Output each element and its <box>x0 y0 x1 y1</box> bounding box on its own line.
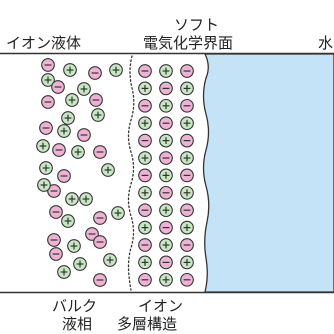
anion-ion <box>138 168 152 183</box>
cation-ion <box>67 239 81 253</box>
cation-ion <box>180 220 194 235</box>
anion-ion <box>41 58 55 72</box>
ion-multilayer-label-line2: 多層構造 <box>117 315 178 333</box>
cation-ion <box>39 161 53 175</box>
cation-ion <box>159 238 173 252</box>
anion-ion <box>159 255 173 270</box>
cation-ion <box>57 124 71 138</box>
cation-ion <box>138 255 152 270</box>
cation-ion <box>180 116 194 131</box>
cation-ion <box>71 145 85 159</box>
anion-ion <box>49 247 63 261</box>
anion-ion <box>41 95 55 109</box>
anion-ion <box>159 151 173 165</box>
anion-ion <box>138 64 152 78</box>
water-label: 水 <box>318 34 334 52</box>
cation-ion <box>138 116 152 131</box>
anion-ion <box>138 133 152 148</box>
anion-ion <box>93 211 107 225</box>
anion-ion <box>138 98 152 113</box>
cation-ion <box>65 93 79 107</box>
soft-interface-label-line2: 電気化学界面 <box>143 34 234 52</box>
soft-interface-label-line1: ソフト <box>174 16 220 34</box>
cation-ion <box>159 168 173 183</box>
cation-ion <box>101 163 115 177</box>
anion-ion <box>93 273 107 287</box>
cation-ion <box>61 214 75 228</box>
anion-ion <box>180 238 194 252</box>
water-region <box>202 53 334 293</box>
anion-ion <box>51 80 65 94</box>
cation-ion <box>180 151 194 165</box>
anion-ion <box>159 81 173 96</box>
cation-ion <box>109 63 123 77</box>
cation-ion <box>37 178 51 192</box>
anion-ion <box>180 64 194 78</box>
anion-ion <box>52 143 66 157</box>
cation-ion <box>180 185 194 200</box>
anion-ion <box>57 169 71 183</box>
anion-ion <box>159 185 173 200</box>
cation-ion <box>57 265 71 279</box>
cation-ion <box>103 253 117 267</box>
ions-group <box>36 58 194 287</box>
anion-ion <box>85 227 99 241</box>
ionic-liquid-label: イオン液体 <box>6 34 82 52</box>
anion-ion <box>180 168 194 183</box>
anion-ion <box>49 205 63 219</box>
cation-ion <box>41 73 55 87</box>
bulk-liquid-label-line1: バルク <box>52 297 98 315</box>
anion-ion <box>47 233 61 247</box>
anion-ion <box>159 116 173 131</box>
anion-ion <box>93 145 107 159</box>
cation-ion <box>73 257 87 271</box>
cation-ion <box>138 220 152 235</box>
cation-ion <box>65 192 79 206</box>
cation-ion <box>77 82 91 96</box>
anion-ion <box>138 203 152 218</box>
cation-ion <box>79 192 93 206</box>
anion-ion <box>180 98 194 113</box>
cation-ion <box>159 272 173 287</box>
cation-ion <box>159 64 173 78</box>
cation-ion <box>111 206 125 220</box>
anion-ion <box>180 203 194 218</box>
ion-multilayer-label-line1: イオン <box>138 297 184 315</box>
cation-ion <box>36 139 50 153</box>
anion-ion <box>47 184 61 198</box>
cation-ion <box>159 98 173 113</box>
cation-ion <box>180 255 194 270</box>
anion-ion <box>93 235 107 249</box>
cation-ion <box>91 108 105 122</box>
cation-ion <box>138 151 152 165</box>
cation-ion <box>63 63 77 77</box>
anion-ion <box>88 66 102 80</box>
cation-ion <box>159 133 173 148</box>
anion-ion <box>180 133 194 148</box>
anion-ion <box>159 220 173 235</box>
cation-ion <box>138 81 152 96</box>
cation-ion <box>138 185 152 200</box>
anion-ion <box>77 128 91 142</box>
anion-ion <box>39 121 53 135</box>
anion-ion <box>138 238 152 252</box>
multilayer-boundary-dotted <box>127 55 135 291</box>
bulk-liquid-label-line2: 液相 <box>62 315 93 333</box>
anion-ion <box>89 93 103 107</box>
cation-ion <box>180 81 194 96</box>
cation-ion <box>159 203 173 218</box>
anion-ion <box>180 272 194 287</box>
cation-ion <box>61 111 75 125</box>
anion-ion <box>138 272 152 287</box>
